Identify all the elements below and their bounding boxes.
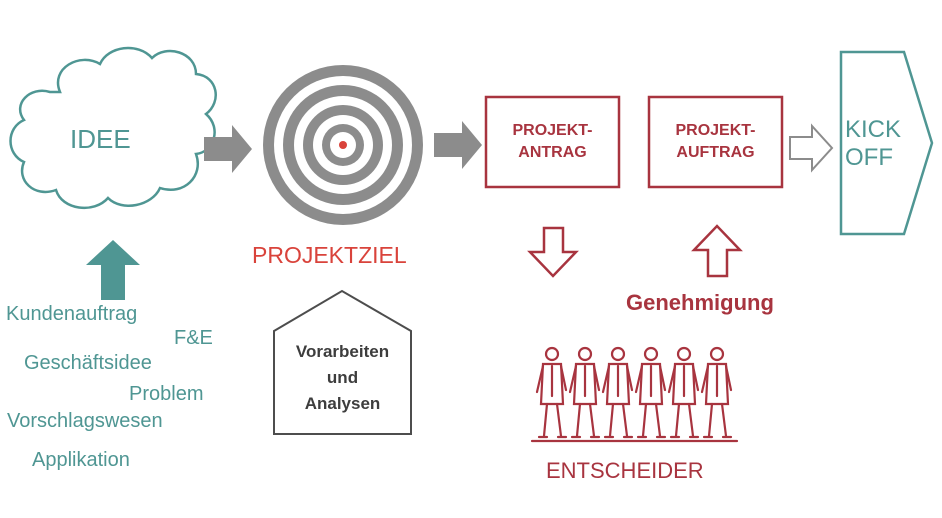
house-shape	[273, 289, 412, 435]
antrag-text: PROJEKT- ANTRAG	[486, 120, 619, 164]
decider-figure	[667, 346, 700, 439]
decider-figure	[634, 346, 667, 439]
auftrag-text: PROJEKT- AUFTRAG	[649, 120, 782, 164]
antrag-line-2: ANTRAG	[518, 144, 587, 161]
source-applikation: Applikation	[32, 449, 130, 471]
decider-figure	[535, 346, 568, 439]
target-bullseye-icon	[263, 65, 423, 225]
source-vorschlagswesen: Vorschlagswesen	[7, 410, 163, 432]
kickoff-line-2: OFF	[845, 144, 893, 171]
antrag-line-1: PROJEKT-	[512, 122, 593, 139]
idea-label: IDEE	[70, 124, 131, 154]
deciders-label: ENTSCHEIDER	[546, 458, 704, 483]
house-line-3: Analysen	[304, 394, 381, 413]
antrag-box	[484, 95, 621, 189]
arrow-antrag-to-deciders	[527, 226, 579, 278]
house-text: Vorarbeiten und Analysen	[274, 339, 411, 417]
house-line-2: und	[326, 368, 359, 387]
auftrag-line-1: PROJEKT-	[675, 122, 756, 139]
house-line-1: Vorarbeiten	[295, 342, 390, 361]
auftrag-line-2: AUFTRAG	[676, 144, 755, 161]
decider-figure	[601, 346, 634, 439]
arrow-auftrag-to-kickoff	[789, 123, 834, 173]
auftrag-box	[647, 95, 784, 189]
arrow-deciders-to-auftrag	[691, 224, 743, 278]
kickoff-text: KICK OFF	[845, 116, 915, 172]
kickoff-line-1: KICK	[845, 116, 902, 143]
source-problem: Problem	[129, 383, 204, 405]
kickoff-shape	[839, 50, 934, 236]
decider-figure	[700, 346, 733, 439]
source-fe: F&E	[174, 327, 213, 349]
arrow-cloud-to-target	[204, 125, 252, 173]
decider-figure	[568, 346, 601, 439]
deciders-group-icon	[530, 346, 739, 443]
source-geschaeftsidee: Geschäftsidee	[24, 352, 152, 374]
goal-label: PROJEKTZIEL	[252, 242, 407, 268]
idea-cloud-shape	[9, 46, 217, 210]
source-kundenauftrag: Kundenauftrag	[6, 303, 138, 325]
arrow-sources-to-idea	[86, 240, 140, 300]
approval-label: Genehmigung	[626, 290, 774, 315]
arrow-target-to-antrag	[434, 121, 482, 169]
